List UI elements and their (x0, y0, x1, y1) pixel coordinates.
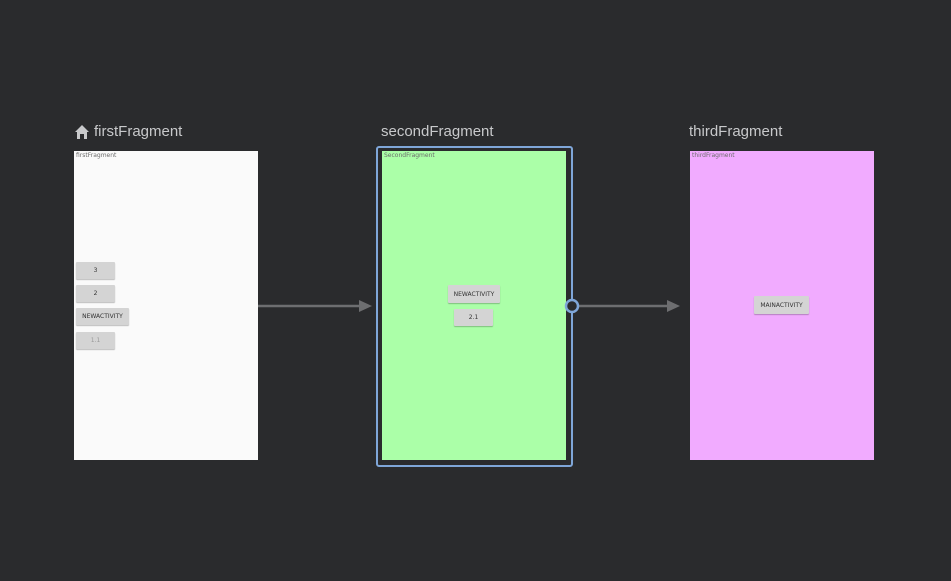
action-handle[interactable] (563, 297, 581, 315)
destination-preview-third[interactable]: thirdFragment MAINACTIVITY (690, 151, 874, 460)
preview-button-mainactivity: MAINACTIVITY (754, 296, 809, 314)
preview-button-2-1: 2.1 (454, 309, 493, 326)
preview-button-3: 3 (76, 262, 115, 279)
screen-text-label: thirdFragment (692, 152, 735, 159)
destination-title-label: firstFragment (94, 123, 183, 140)
preview-button-newactivity: NEWACTIVITY (76, 308, 129, 325)
preview-button-newactivity: NEWACTIVITY (448, 285, 500, 303)
destination-preview-second[interactable]: SecondFragment NEWACTIVITY 2.1 (382, 151, 566, 460)
destination-title-third[interactable]: thirdFragment (689, 123, 782, 140)
destination-title-label: thirdFragment (689, 123, 783, 140)
home-icon (74, 124, 90, 140)
action-arrow-first-to-second[interactable] (258, 298, 373, 314)
preview-button-1-1: 1.1 (76, 332, 115, 349)
destination-title-first[interactable]: firstFragment (74, 123, 182, 140)
destination-title-second[interactable]: secondFragment (381, 123, 494, 140)
action-arrow-second-to-third[interactable] (563, 297, 681, 315)
destination-preview-first[interactable]: firstFragment 3 2 NEWACTIVITY 1.1 (74, 151, 258, 460)
preview-button-2: 2 (76, 285, 115, 302)
screen-text-label: firstFragment (76, 152, 117, 159)
destination-title-label: secondFragment (381, 123, 494, 140)
screen-text-label: SecondFragment (384, 152, 435, 159)
